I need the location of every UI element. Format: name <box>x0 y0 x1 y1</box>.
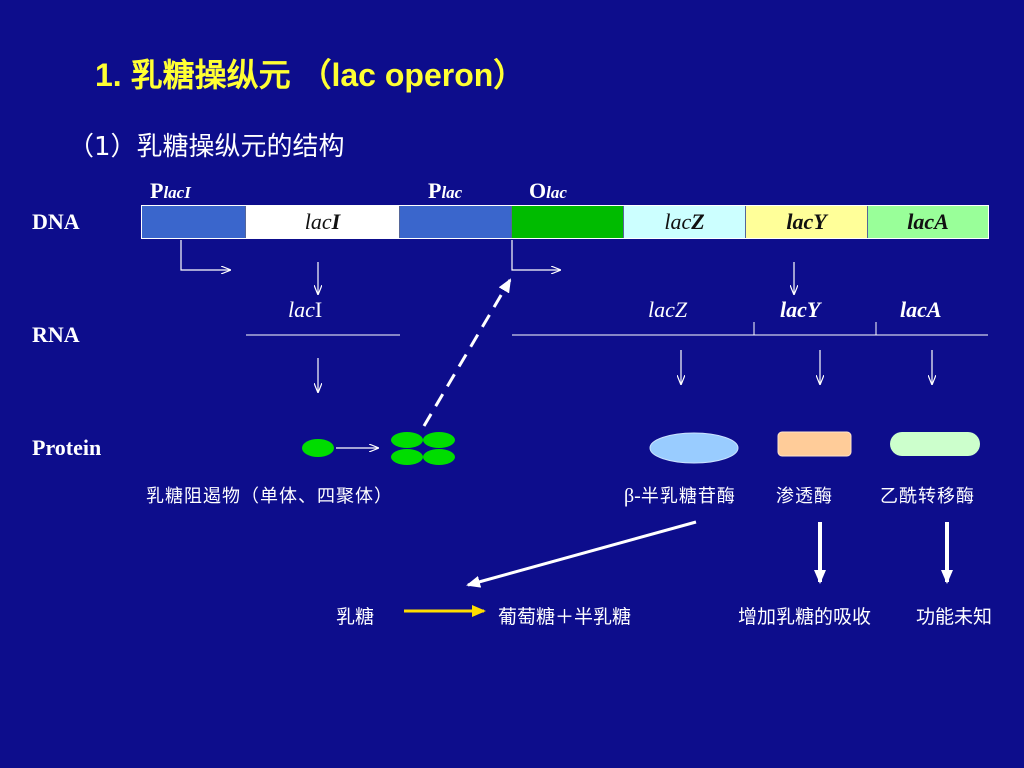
hydrolysis-products-label: 葡萄糖＋半乳糖 <box>498 606 632 628</box>
rna-laci-prefix: lac <box>288 297 315 322</box>
lac-promoter-arrow <box>511 240 560 270</box>
beta-galactosidase-name: 半乳糖苷酶 <box>640 486 736 507</box>
lactose-label: 乳糖 <box>336 606 375 628</box>
protein-row-label: Protein <box>32 435 102 460</box>
operator-lac-segment <box>512 206 624 238</box>
promoter-laci-cap: P <box>150 178 164 203</box>
permease-protein <box>777 431 852 457</box>
promoter-lac-label: Plac <box>428 178 462 204</box>
laci-promoter-arrow <box>180 240 230 270</box>
operator-lac-label: Olac <box>529 178 567 204</box>
permease-label: 渗透酶 <box>776 486 833 507</box>
rna-lacy-label: lacY <box>780 297 821 322</box>
transacetylase-protein <box>890 432 980 456</box>
gene-laci-prefix: lac <box>304 209 332 234</box>
rna-laci-label: lacI <box>288 297 322 323</box>
gene-laci-suffix: I <box>331 209 341 234</box>
promoter-laci-label: PlacI <box>150 178 191 204</box>
slide-title: 1. 乳糖操纵元 （lac operon） <box>95 57 526 93</box>
promoter-laci-segment <box>142 206 246 238</box>
promoter-lac-cap: P <box>428 178 442 203</box>
lactose-uptake-label: 增加乳糖的吸收 <box>738 606 872 628</box>
repressor-tetramer-subunit <box>423 449 455 465</box>
promoter-lac-sub: lac <box>441 183 463 202</box>
repressor-binding-arrow <box>422 278 512 427</box>
gene-lacz-prefix: lac <box>664 209 692 234</box>
repressor-tetramer-subunit <box>391 432 423 448</box>
dna-strand <box>141 205 989 239</box>
dna-row-label: DNA <box>32 209 80 234</box>
beta-symbol: β- <box>624 485 641 507</box>
rna-laca-label: lacA <box>900 297 942 322</box>
gene-lacy: lacY <box>746 206 868 238</box>
function-unknown-label: 功能未知 <box>916 606 993 628</box>
rna-lacz-suffix: Z <box>674 297 688 322</box>
gene-lacz-suffix: Z <box>691 209 705 234</box>
rna-laci-suffix: I <box>314 297 323 322</box>
promoter-laci-sub: lacI <box>163 183 191 202</box>
beta-galactosidase-label: β-半乳糖苷酶 <box>624 482 736 508</box>
repressor-label: 乳糖阻遏物（单体、四聚体） <box>146 486 393 507</box>
promoter-lac-segment <box>400 206 512 238</box>
operator-lac-sub: lac <box>546 183 567 202</box>
repressor-tetramer-subunit <box>423 432 455 448</box>
transacetylase-label: 乙酰转移酶 <box>880 486 975 507</box>
section-subtitle: （1）乳糖操纵元的结构 <box>68 132 345 162</box>
hydrolysis-arrow <box>466 520 697 588</box>
beta-galactosidase-protein <box>649 432 739 464</box>
repressor-monomer <box>302 439 334 457</box>
repressor-tetramer-subunit <box>391 449 423 465</box>
operator-lac-cap: O <box>529 178 547 203</box>
gene-laca: lacA <box>868 206 988 238</box>
rna-row-label: RNA <box>32 322 80 347</box>
rna-lacz-prefix: lac <box>648 297 675 322</box>
rna-lacz-label: lacZ <box>648 297 687 323</box>
